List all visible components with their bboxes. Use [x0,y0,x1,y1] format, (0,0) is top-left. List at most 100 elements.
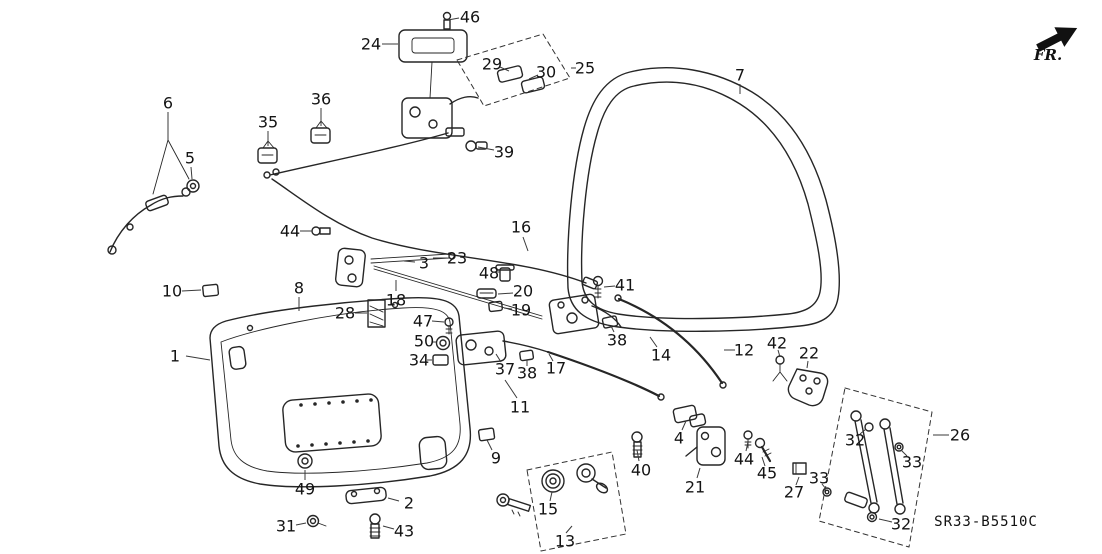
callout-leader-37 [495,353,502,363]
callout-leader-9 [486,439,493,451]
part-number-27: 27 [784,483,804,502]
callout-leader-29 [499,66,510,72]
callout-leader-32 [859,428,867,435]
part-number-32: 32 [891,515,911,534]
part-number-44: 44 [734,450,754,469]
part-number-15: 15 [538,500,558,519]
callout-leader-5 [190,166,193,180]
part-number-11: 11 [510,398,530,417]
part-number-6: 6 [163,94,173,113]
part-number-49: 49 [295,480,315,499]
part-number-23: 23 [447,249,467,268]
part-number-30: 30 [536,63,556,82]
callout-leader-21 [696,467,701,479]
part-number-19: 19 [511,301,531,320]
part-number-38: 38 [517,364,537,383]
callout-leader-3 [403,260,416,263]
rod-and-bracket-group [334,247,543,320]
part-number-39: 39 [494,143,514,162]
part-number-13: 13 [555,532,575,551]
callout-leader-27 [795,476,800,486]
part-number-4: 4 [674,429,684,448]
part-number-2: 2 [404,494,414,513]
part-number-22: 22 [799,344,819,363]
callout-leader-20 [497,292,514,295]
hinge-parts [631,404,807,475]
part-number-5: 5 [185,149,195,168]
part-number-48: 48 [479,264,499,283]
callout-leader-19 [503,307,513,310]
tailgate-garnish-panel [209,296,472,488]
callout-leader-11 [504,379,518,399]
callout-leader-41 [603,285,616,288]
part-number-32: 32 [845,431,865,450]
part-number-38: 38 [607,331,627,350]
part-number-24: 24 [361,35,381,54]
part-number-14: 14 [651,346,671,365]
part-number-37: 37 [495,360,515,379]
part-number-43: 43 [394,522,414,541]
part-number-28: 28 [335,304,355,323]
part-number-3: 3 [419,254,429,273]
part-number-42: 42 [767,334,787,353]
callout-leader-2 [387,497,400,502]
top-bracket-assembly [398,11,571,152]
part-number-9: 9 [491,449,501,468]
part-number-29: 29 [482,55,502,74]
fr-label: FR. [1033,46,1062,64]
fr-arrow-icon [1036,27,1078,52]
callout-leader-31 [295,522,307,526]
callout-leader-47 [431,320,445,323]
callout-leader-1 [185,355,211,361]
callout-leader-42 [777,349,781,358]
part-number-7: 7 [735,66,745,85]
part-number-40: 40 [631,461,651,480]
callout-leader-22 [806,360,809,369]
part-number-18: 18 [386,291,406,310]
callout-leader-10 [181,289,202,292]
center-latch-assembly [311,226,665,401]
part-number-36: 36 [311,90,331,109]
left-cable-assembly [107,139,200,255]
part-number-21: 21 [685,478,705,497]
part-number-26: 26 [950,426,970,445]
part-number-31: 31 [276,517,296,536]
part-number-1: 1 [170,347,180,366]
callout-leader-17 [548,353,554,362]
callout-leader-33 [900,449,908,457]
part-number-50: 50 [414,332,434,351]
callout-leader-13 [565,525,573,534]
part-number-34: 34 [409,351,429,370]
callout-leader-16 [522,236,529,252]
part-number-35: 35 [258,113,278,132]
part-number-8: 8 [294,279,304,298]
stay-assembly [818,387,933,548]
part-number-44: 44 [280,222,300,241]
callout-leader-43 [382,525,395,530]
part-number-12: 12 [734,341,754,360]
callout-leader-32 [878,518,893,523]
fr-direction-indicator: FR. [1033,27,1078,64]
part-number-46: 46 [460,8,480,27]
part-number-47: 47 [413,312,433,331]
callout-leader-15 [549,491,553,502]
part-number-10: 10 [162,282,182,301]
callout-leader-38 [610,325,615,333]
part-number-16: 16 [511,218,531,237]
callout-leader-30 [528,74,539,80]
callout-leader-4 [681,420,687,431]
callout-leader-45 [761,456,766,467]
callout-leader-33 [821,483,827,490]
callout-leader-40 [636,449,640,462]
lock-actuator-assembly [548,275,829,407]
part-number-33: 33 [902,453,922,472]
diagram-code: SR33-B5510C [934,514,1038,530]
callout-leader-44 [745,441,749,452]
part-number-33: 33 [809,469,829,488]
callout-leader-39 [477,146,495,151]
part-number-45: 45 [757,464,777,483]
part-number-17: 17 [546,359,566,378]
